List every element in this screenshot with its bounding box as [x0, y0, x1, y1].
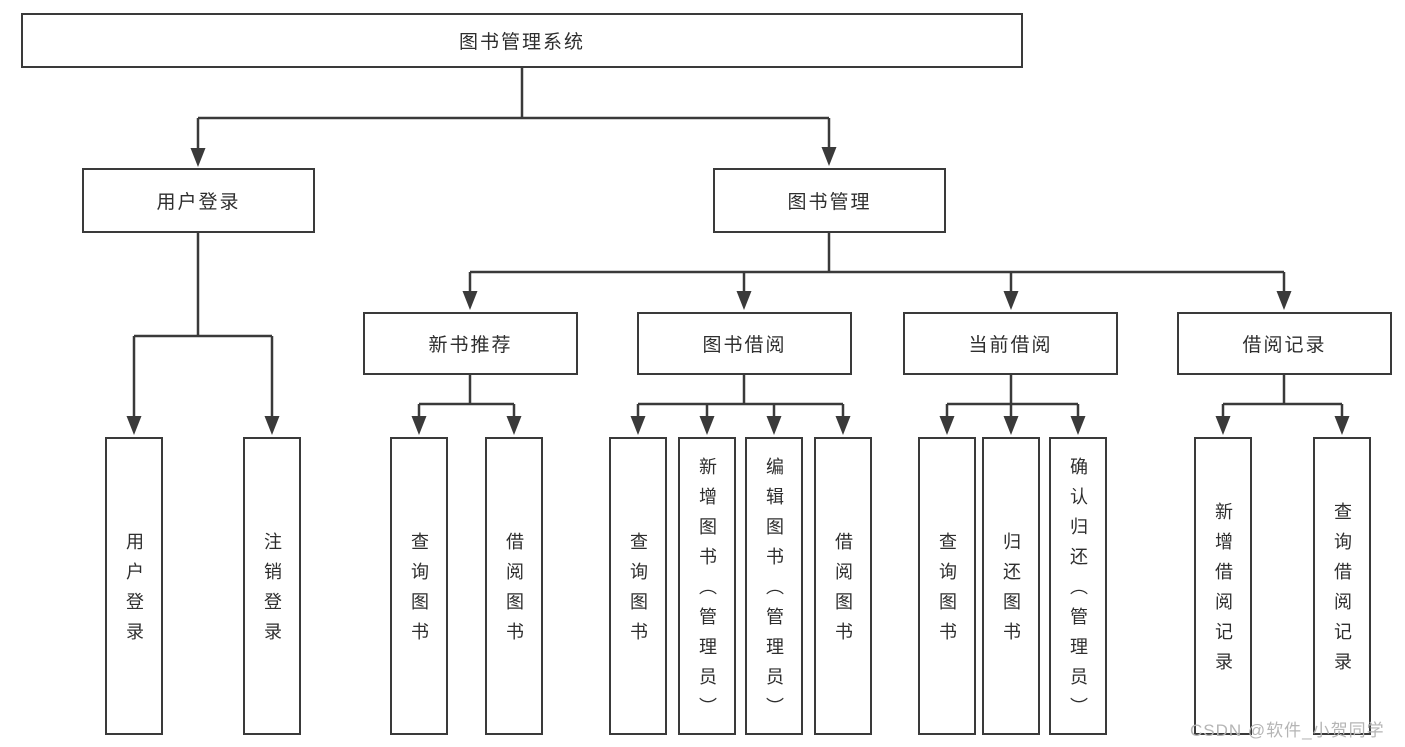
leaf-query-books-recommend: 查询图书: [390, 437, 448, 735]
connector-book-management-to-level3: [462, 233, 1292, 310]
leaf-edit-book-admin: 编辑图书（管理员）: [745, 437, 803, 735]
connector-new-book-to-leaves: [411, 375, 522, 435]
leaf-borrow-books: 借阅图书: [814, 437, 872, 735]
leaf-label: 借阅图书: [504, 532, 524, 652]
leaf-label: 确认归还（管理员）: [1068, 457, 1088, 727]
leaf-label: 注销登录: [262, 532, 282, 652]
leaf-label: 新增借阅记录: [1213, 502, 1233, 682]
connector-book-borrow-to-leaves: [630, 375, 851, 435]
leaf-label: 查询图书: [409, 532, 429, 652]
node-book-borrow: 图书借阅: [637, 312, 852, 375]
node-current-borrow: 当前借阅: [903, 312, 1118, 375]
connector-borrow-records-to-leaves: [1215, 375, 1350, 435]
leaf-query-books-borrow: 查询图书: [609, 437, 667, 735]
leaf-label: 查询图书: [628, 532, 648, 652]
leaf-confirm-return-admin: 确认归还（管理员）: [1049, 437, 1107, 735]
leaf-label: 查询图书: [937, 532, 957, 652]
leaf-borrow-books-recommend: 借阅图书: [485, 437, 543, 735]
connector-current-borrow-to-leaves: [939, 375, 1086, 435]
leaf-logout: 注销登录: [243, 437, 301, 735]
connector-user-login-to-leaves: [126, 233, 280, 435]
csdn-watermark: CSDN @软件_小贺同学: [1190, 721, 1385, 740]
node-new-book-recommend: 新书推荐: [363, 312, 578, 375]
leaf-add-borrow-record: 新增借阅记录: [1194, 437, 1252, 735]
leaf-query-books-current: 查询图书: [918, 437, 976, 735]
leaf-label: 用户登录: [124, 532, 144, 652]
leaf-label: 归还图书: [1001, 532, 1021, 652]
leaf-label: 借阅图书: [833, 532, 853, 652]
leaf-add-book-admin: 新增图书（管理员）: [678, 437, 736, 735]
leaf-query-borrow-record: 查询借阅记录: [1313, 437, 1371, 735]
node-user-login: 用户登录: [82, 168, 315, 233]
node-book-management: 图书管理: [713, 168, 946, 233]
leaf-user-login: 用户登录: [105, 437, 163, 735]
leaf-label: 编辑图书（管理员）: [764, 457, 784, 727]
node-root: 图书管理系统: [21, 13, 1023, 68]
leaf-label: 新增图书（管理员）: [697, 457, 717, 727]
node-borrow-records: 借阅记录: [1177, 312, 1392, 375]
leaf-label: 查询借阅记录: [1332, 502, 1352, 682]
connector-root-to-level2: [190, 68, 837, 167]
leaf-return-book: 归还图书: [982, 437, 1040, 735]
